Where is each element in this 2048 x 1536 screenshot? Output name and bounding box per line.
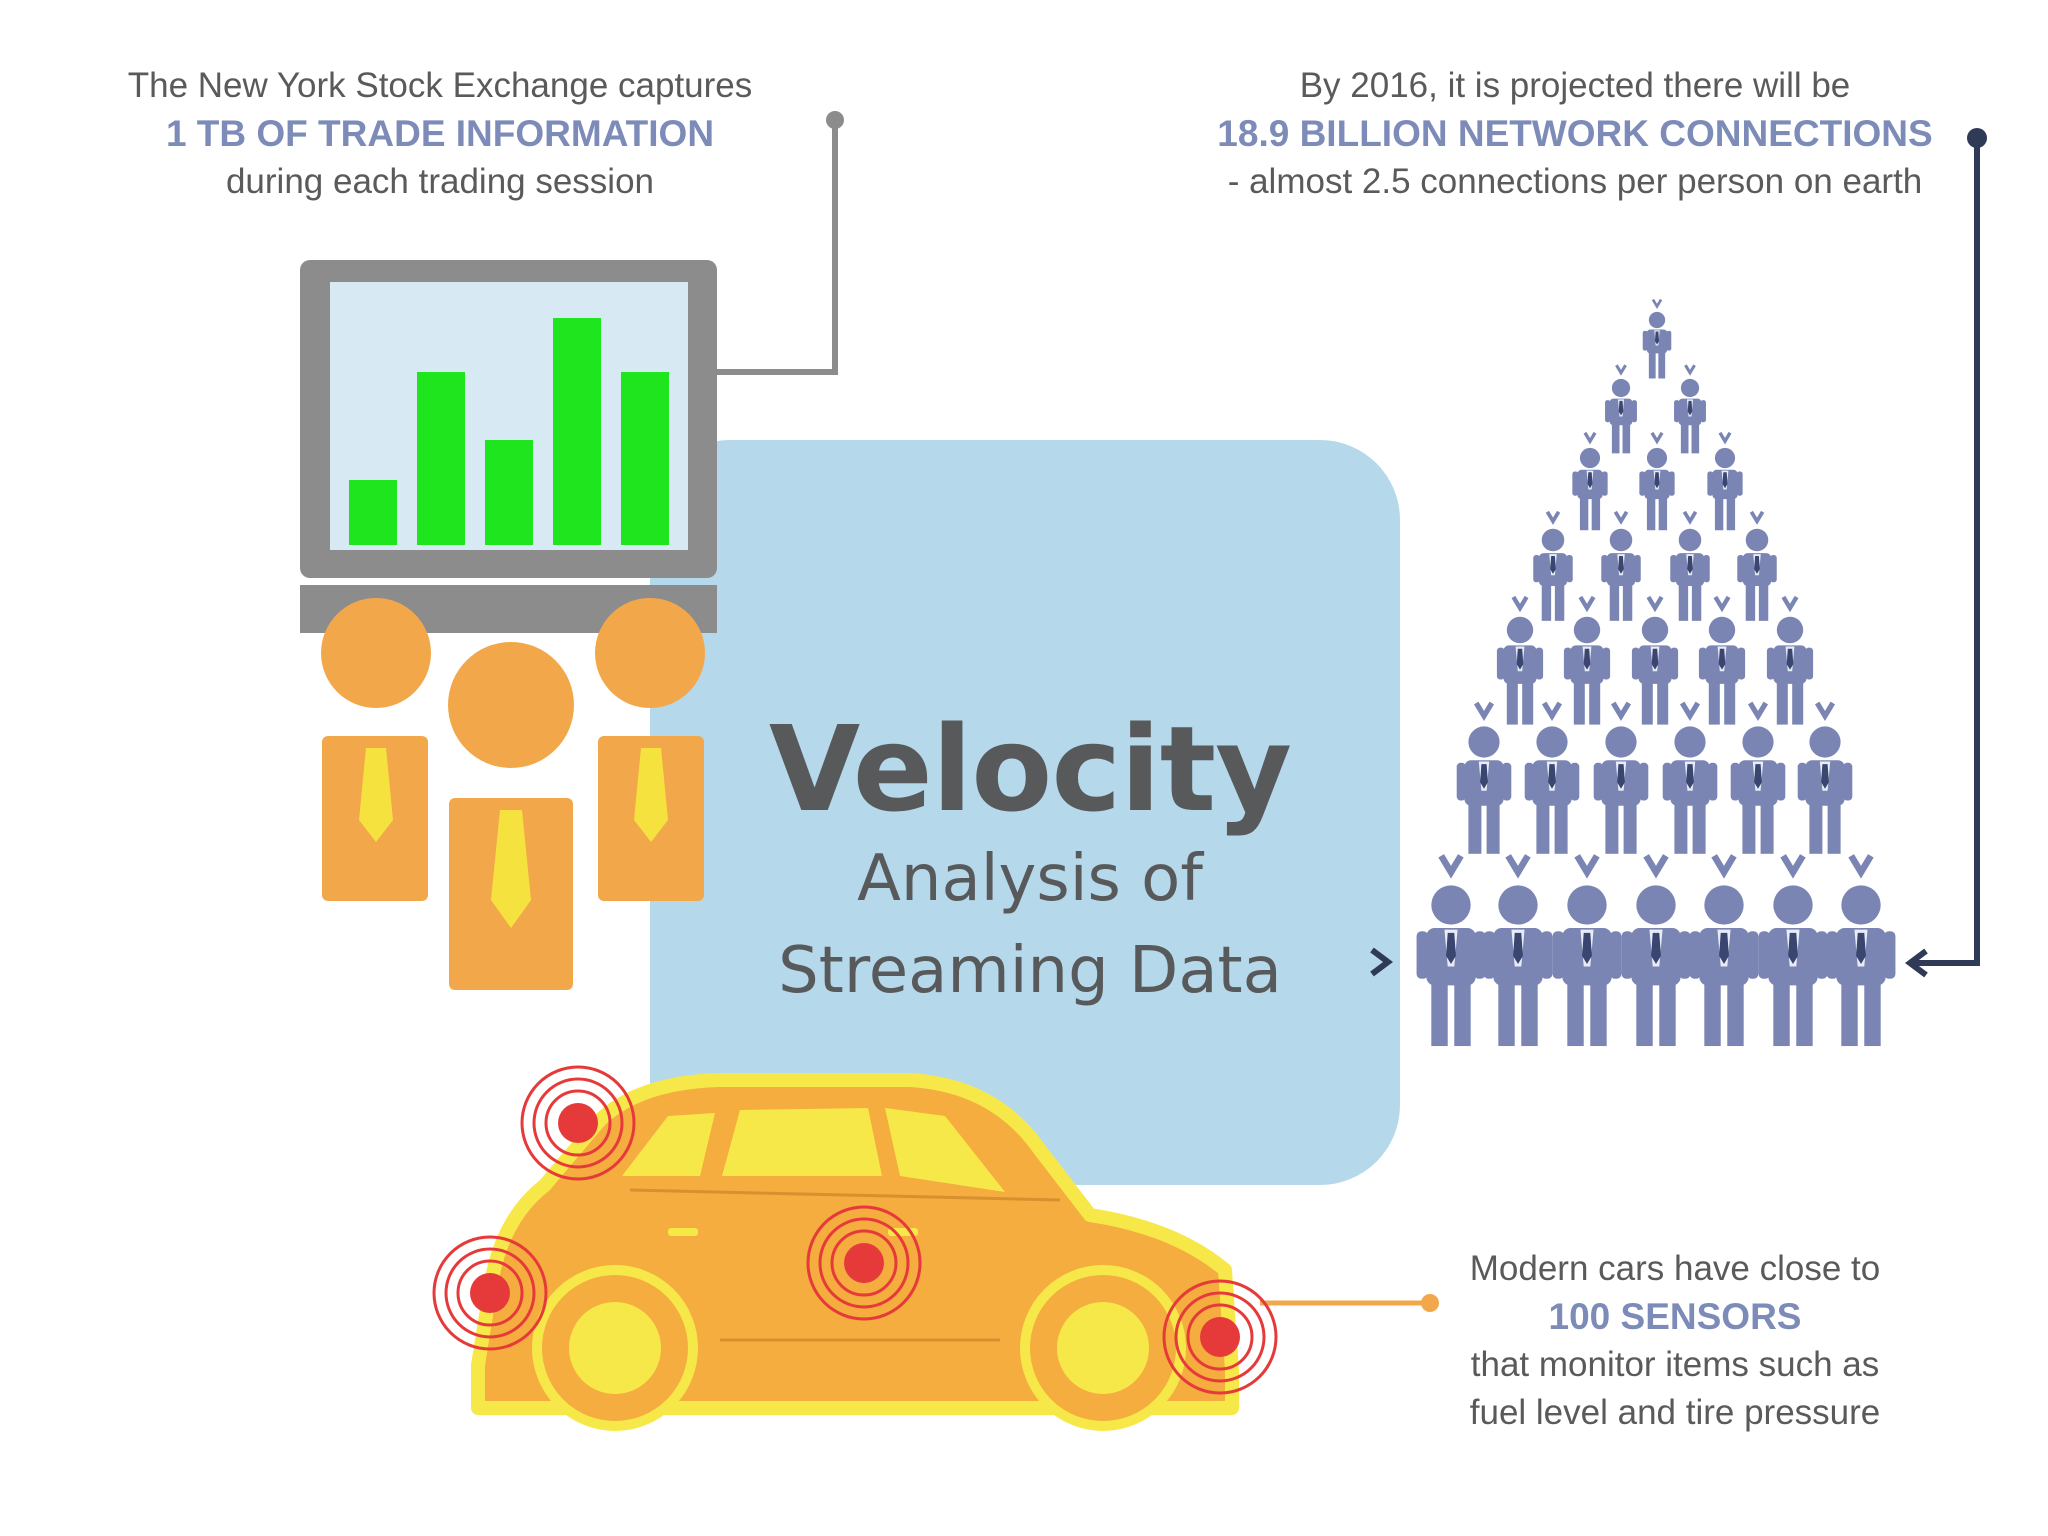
stock-connector xyxy=(716,111,844,375)
stock-caption-highlight: 1 TB OF TRADE INFORMATION xyxy=(165,113,715,154)
network-caption-line1: By 2016, it is projected there will be xyxy=(1299,66,1851,105)
person-icon xyxy=(1524,701,1580,854)
title-subtitle-line1: Analysis of xyxy=(857,842,1203,916)
person-icon xyxy=(1631,595,1679,725)
person-icon xyxy=(1639,431,1675,531)
network-caption-highlight: 18.9 BILLION NETWORK CONNECTIONS xyxy=(1217,113,1933,154)
car-with-sensors-icon xyxy=(432,1065,1278,1431)
central-panel xyxy=(650,440,1400,1185)
person-icon xyxy=(1593,701,1649,854)
person-icon xyxy=(1605,364,1637,454)
person-icon xyxy=(1797,701,1853,854)
person-icon xyxy=(1674,364,1706,454)
person-icon xyxy=(1689,854,1759,1047)
person-icon xyxy=(1552,854,1622,1047)
network-people-pyramid-icon xyxy=(1416,298,1896,1047)
person-icon xyxy=(1621,854,1691,1047)
cars-caption-line3: that monitor items such as xyxy=(1470,1345,1880,1384)
title-subtitle-line2: Streaming Data xyxy=(778,934,1282,1008)
person-icon xyxy=(1533,510,1573,621)
sensor-ping-icon xyxy=(1162,1279,1278,1395)
bar-chart-monitor-icon xyxy=(300,260,717,633)
velocity-title: Velocity Analysis of Streaming Data xyxy=(650,705,1410,1017)
network-caption-line3: - almost 2.5 connections per person on e… xyxy=(1227,162,1923,201)
person-icon xyxy=(1670,510,1710,621)
cars-caption-highlight: 100 SENSORS xyxy=(1548,1296,1802,1337)
title-main: Velocity xyxy=(768,700,1292,838)
person-icon xyxy=(1483,854,1553,1047)
cars-caption-line1: Modern cars have close to xyxy=(1469,1249,1881,1288)
network-caption: By 2016, it is projected there will be 1… xyxy=(1160,62,1990,206)
person-icon xyxy=(1698,595,1746,725)
person-icon xyxy=(1737,510,1777,621)
person-icon xyxy=(1826,854,1896,1047)
person-icon xyxy=(1758,854,1828,1047)
stock-caption-line3: during each trading session xyxy=(225,162,655,201)
sensor-ping-icon xyxy=(806,1205,922,1321)
sensor-ping-icon xyxy=(432,1235,548,1351)
person-icon xyxy=(1662,701,1718,854)
person-icon xyxy=(1766,595,1814,725)
person-icon xyxy=(1642,298,1672,379)
person-icon xyxy=(1601,510,1641,621)
business-people-icon xyxy=(321,598,705,990)
network-connector xyxy=(1370,128,1987,978)
person-icon xyxy=(1707,431,1743,531)
person-icon xyxy=(1496,595,1544,725)
cars-caption: Modern cars have close to 100 SENSORS th… xyxy=(1400,1245,1950,1437)
person-icon xyxy=(1456,701,1512,854)
sensor-ping-icon xyxy=(520,1065,636,1181)
stock-caption-line1: The New York Stock Exchange captures xyxy=(127,66,753,105)
person-icon xyxy=(1730,701,1786,854)
person-icon xyxy=(1416,854,1486,1047)
person-icon xyxy=(1563,595,1611,725)
cars-caption-line4: fuel level and tire pressure xyxy=(1469,1393,1881,1432)
stock-caption: The New York Stock Exchange captures 1 T… xyxy=(60,62,820,206)
car-sensor-connector xyxy=(1260,1294,1439,1312)
person-icon xyxy=(1572,431,1608,531)
